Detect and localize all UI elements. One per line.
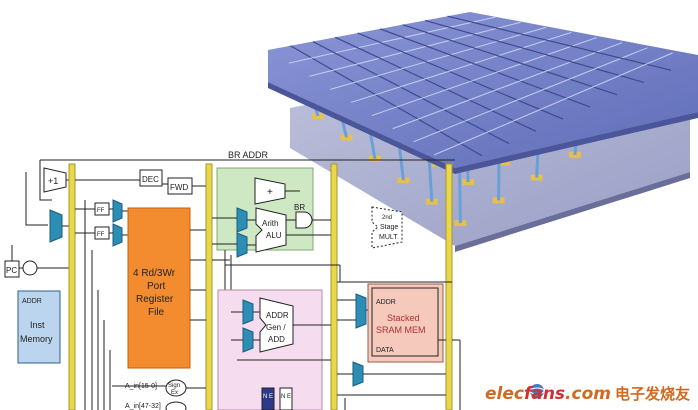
stacked-chip-illustration <box>268 12 698 252</box>
svg-text:ADDR: ADDR <box>22 298 42 305</box>
panel-grid-line <box>312 41 510 145</box>
svg-text:ALU: ALU <box>266 231 282 240</box>
panel-grid-line <box>371 37 597 117</box>
addr-gen-add: ADDR Gen / ADD <box>259 297 294 353</box>
branch-and-gate: BR <box>294 203 313 229</box>
svg-text:4 Rd/3Wr: 4 Rd/3Wr <box>133 268 176 279</box>
panel-grid-line <box>350 31 572 103</box>
decoder-block <box>139 169 163 187</box>
pipeline-bar-mem <box>445 163 453 410</box>
panel-grid-line <box>330 26 547 90</box>
second-stage-mult: 2nd Stage MULT <box>371 206 403 249</box>
watermark-globe-icon <box>529 384 545 398</box>
panel-grid-line <box>392 42 623 130</box>
sign-extend-2 <box>165 401 187 410</box>
panel-grid-line <box>424 19 645 84</box>
base-layer-edge <box>455 172 690 252</box>
svg-text:N E: N E <box>281 394 291 400</box>
mux-alu-b <box>236 232 248 258</box>
panel-grid-line <box>434 52 673 156</box>
svg-text:+: + <box>267 187 273 198</box>
mux-alu-a <box>236 207 248 233</box>
register-file: 4 Rd/3Wr Port Register File <box>127 207 191 369</box>
panel-grid-line <box>288 16 496 64</box>
stacked-sram-mem: ADDR Stacked SRAM MEM DATA <box>371 287 439 357</box>
pipeline-bar-if <box>68 163 76 410</box>
mux-mem-addr <box>355 293 367 329</box>
panel-grid-line <box>290 45 483 157</box>
svg-text:DATA: DATA <box>376 347 394 354</box>
pipeline-diagram: BR ADDR +1 PC ADDR Inst Memory <box>4 150 461 410</box>
watermark-site-c: .com <box>565 384 611 404</box>
panel-grid-line <box>402 24 618 96</box>
increment-adder: +1 <box>43 167 67 193</box>
svg-text:SRAM MEM: SRAM MEM <box>376 325 426 335</box>
ne-block-1 <box>261 387 275 410</box>
svg-text:N E: N E <box>263 394 273 400</box>
panel-grid-line <box>335 36 537 132</box>
svg-text:FF: FF <box>97 232 105 238</box>
svg-text:FF: FF <box>97 208 105 214</box>
mux-addr-a <box>242 299 254 325</box>
svg-text:File: File <box>148 307 165 318</box>
svg-text:ADD: ADD <box>268 335 285 344</box>
svg-text:Inst: Inst <box>30 320 45 330</box>
panel-grid-line <box>380 28 591 108</box>
pipeline-bar-id <box>205 163 213 410</box>
mux-rf-1 <box>112 199 123 223</box>
svg-text:Port: Port <box>147 281 166 292</box>
svg-text:FWD: FWD <box>170 183 188 192</box>
panel-grid-line <box>309 21 521 77</box>
pc-adder <box>22 260 38 276</box>
svg-text:MULT: MULT <box>379 234 398 241</box>
svg-text:Memory: Memory <box>20 334 53 344</box>
panel-grid-line <box>413 47 648 143</box>
svg-text:Register: Register <box>136 294 174 305</box>
watermark-site-b: fans <box>523 384 566 404</box>
svg-text:BR: BR <box>294 203 305 212</box>
svg-text:Stacked: Stacked <box>387 313 420 323</box>
svg-text:ADDR: ADDR <box>376 299 396 306</box>
svg-text:PC: PC <box>6 266 17 275</box>
svg-text:Ex: Ex <box>171 390 178 396</box>
pc-register <box>4 260 20 278</box>
svg-text:2nd: 2nd <box>382 215 392 221</box>
mux-mem-data <box>352 361 364 387</box>
svg-text:DEC: DEC <box>142 175 159 184</box>
ne-block-2 <box>279 387 293 410</box>
watermark-cn: 电子发烧友 <box>614 385 690 403</box>
br-addr-label: BR ADDR <box>228 150 269 160</box>
svg-text:Stage: Stage <box>380 224 398 231</box>
panel-cell-grid <box>288 15 673 157</box>
svg-text:A_in[47-32]: A_in[47-32] <box>125 403 161 410</box>
pipeline-bar-ex <box>330 163 338 410</box>
branch-adder <box>254 177 286 205</box>
pc-mux <box>49 209 63 243</box>
svg-text:+1: +1 <box>48 176 58 186</box>
panel-grid-line <box>447 15 672 71</box>
svg-text:Gen /: Gen / <box>266 323 286 332</box>
watermark-site-a: elec <box>484 384 524 404</box>
panel-grid-line <box>357 32 564 120</box>
svg-text:ADDR: ADDR <box>266 311 289 320</box>
mux-rf-2 <box>112 223 123 247</box>
inst-memory: ADDR Inst Memory <box>17 290 61 364</box>
svg-text:Sign: Sign <box>168 383 180 389</box>
mux-addr-b <box>242 327 254 353</box>
svg-text:Arith: Arith <box>262 219 278 228</box>
